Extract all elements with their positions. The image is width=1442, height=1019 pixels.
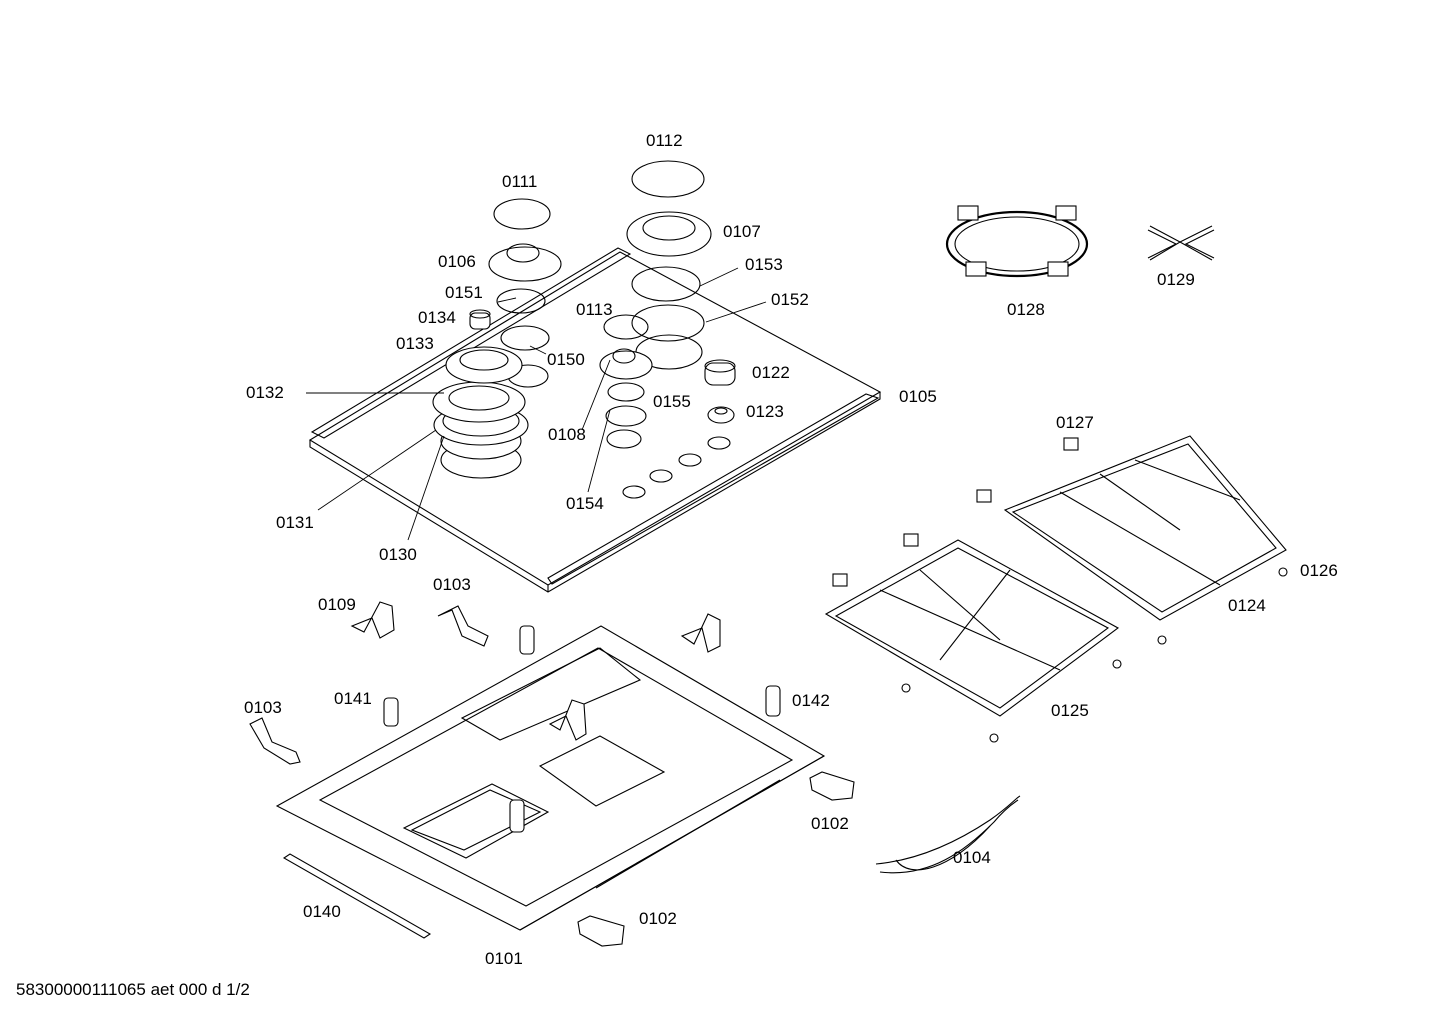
label-0104: 0104 [953, 848, 991, 867]
label-0141: 0141 [334, 689, 372, 708]
label-0113: 0113 [576, 300, 613, 319]
label-0128: 0128 [1007, 300, 1045, 319]
label-0134: 0134 [418, 308, 456, 327]
label-0133: 0133 [396, 334, 434, 353]
label-0127: 0127 [1056, 413, 1094, 432]
label-0112: 0112 [646, 131, 683, 150]
pan-support-clips [832, 437, 1288, 743]
label-0109: 0109 [318, 595, 356, 614]
label-0129: 0129 [1157, 270, 1195, 289]
label-0125: 0125 [1051, 701, 1089, 720]
small-burner-stack [488, 198, 562, 351]
label-0107: 0107 [723, 222, 761, 241]
label-0102-right: 0102 [811, 814, 849, 833]
label-0151: 0151 [445, 283, 483, 302]
label-0150: 0150 [547, 350, 585, 369]
label-0122: 0122 [752, 363, 790, 382]
label-0123: 0123 [746, 402, 784, 421]
label-0130: 0130 [379, 545, 417, 564]
label-0106: 0106 [438, 252, 476, 271]
label-0102-bottom: 0102 [639, 909, 677, 928]
pan-support-left [824, 539, 1120, 717]
adjustable-feet [383, 625, 781, 833]
label-0111: 0111 [502, 172, 537, 191]
seal-strip [282, 853, 432, 939]
label-0140: 0140 [303, 902, 341, 921]
label-0126: 0126 [1300, 561, 1338, 580]
supply-cable [875, 795, 1021, 874]
pan-support-right [1003, 435, 1287, 621]
wok-burner-stack [626, 160, 712, 342]
simmer-plate [1147, 225, 1215, 261]
label-0154: 0154 [566, 494, 604, 513]
label-0103-top: 0103 [433, 575, 471, 594]
aux-burner-stack [599, 314, 653, 427]
large-burner-stack [432, 309, 529, 460]
leader-lines [306, 267, 767, 541]
label-0132: 0132 [246, 383, 284, 402]
label-0153: 0153 [745, 255, 783, 274]
label-0155: 0155 [653, 392, 691, 411]
drawing-reference-footer: 58300000111065 aet 000 d 1/2 [16, 980, 250, 999]
corner-clips [577, 771, 855, 947]
label-0142: 0142 [792, 691, 830, 710]
label-0105: 0105 [899, 387, 937, 406]
label-0124: 0124 [1228, 596, 1266, 615]
label-0131: 0131 [276, 513, 314, 532]
label-0108: 0108 [548, 425, 586, 444]
hob-top-plate [308, 247, 882, 593]
wok-support-ring [945, 205, 1089, 278]
base-tray [275, 625, 826, 931]
label-0152: 0152 [771, 290, 809, 309]
control-knobs [704, 359, 736, 424]
label-0101: 0101 [485, 949, 523, 968]
part-labels: 0112 0111 0107 0106 0153 0151 0152 0134 … [244, 131, 1338, 968]
label-0103-left: 0103 [244, 698, 282, 717]
fixing-brackets [249, 601, 721, 765]
